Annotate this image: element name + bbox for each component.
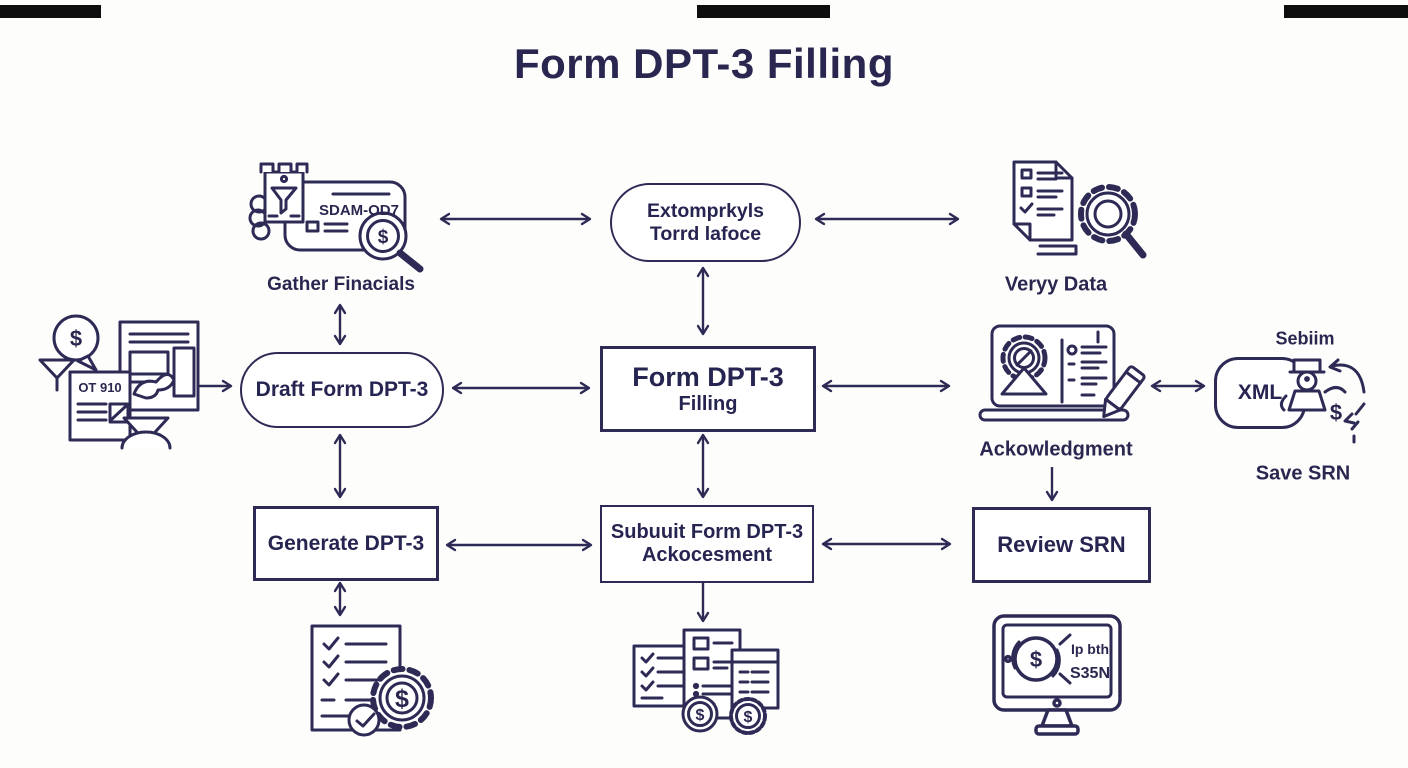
docs-dollar-glyph: $ — [70, 326, 82, 351]
coin1-dollar-glyph: $ — [696, 707, 705, 724]
review-srn-node[interactable]: Review SRN — [972, 507, 1151, 583]
generate-label: Generate DPT-3 — [267, 531, 425, 555]
gather-dollar-glyph: $ — [378, 227, 389, 248]
docs-text: OT 910 — [78, 380, 121, 395]
redacted-strip-center — [697, 5, 830, 18]
xml-node[interactable]: XML — [1214, 357, 1306, 429]
submit-node[interactable]: Subuuit Form DPT-3 Ackocesment — [600, 505, 814, 583]
documents-coins-icon: $ $ — [628, 628, 783, 735]
submit-line1: Subuuit Form DPT-3 — [610, 521, 804, 543]
acknowledgment-label: Ackowledgment — [979, 438, 1133, 461]
gather-card-text: SDAM-OD7 — [319, 202, 399, 219]
checklist-gear-icon: $ — [302, 620, 444, 742]
gather-financials-icon: $ SDAM-OD7 — [243, 152, 435, 272]
monitor-dollar-glyph: $ — [1030, 647, 1042, 672]
sebiim-caption: Sebiim — [1275, 328, 1335, 349]
generate-node[interactable]: Generate DPT-3 — [253, 506, 439, 581]
save-srn-label: Save SRN — [1255, 462, 1351, 485]
extompr-line2: Torrd lafoce — [649, 222, 762, 245]
extompr-node[interactable]: Extomprkyls Torrd lafoce — [610, 183, 801, 262]
verify-data-icon — [988, 152, 1160, 274]
submit-line2: Ackocesment — [641, 544, 773, 566]
draft-form-label: Draft Form DPT-3 — [255, 378, 429, 401]
verify-data-label: Veryy Data — [1004, 273, 1108, 296]
gear-dollar-glyph: $ — [395, 685, 409, 713]
review-srn-label: Review SRN — [997, 532, 1126, 557]
financial-docs-icon: $ OT 910 — [28, 300, 213, 455]
extompr-line1: Extomprkyls — [646, 200, 765, 223]
xml-label: XML — [1237, 381, 1283, 404]
srn-monitor-icon: Ip bth S35N $ — [988, 612, 1130, 744]
redacted-strip-left — [0, 5, 101, 18]
coin2-dollar-glyph: $ — [744, 709, 753, 726]
draft-form-node[interactable]: Draft Form DPT-3 — [240, 352, 444, 428]
gather-financials-label: Gather Finacials — [267, 274, 415, 295]
form-filling-line1: Form DPT-3 — [632, 361, 784, 392]
monitor-text-line1: Ip bth — [1071, 641, 1109, 657]
save-srn-icon: $ — [1274, 352, 1369, 446]
form-filling-line2: Filling — [678, 393, 738, 416]
redacted-strip-right — [1284, 5, 1408, 18]
save-srn-dollar-glyph: $ — [1330, 400, 1342, 425]
acknowledgment-icon — [972, 322, 1154, 436]
form-filling-node[interactable]: Form DPT-3 Filling — [600, 346, 816, 432]
page-title: Form DPT-3 Filling — [513, 40, 894, 87]
monitor-text-line2: S35N — [1070, 665, 1110, 682]
